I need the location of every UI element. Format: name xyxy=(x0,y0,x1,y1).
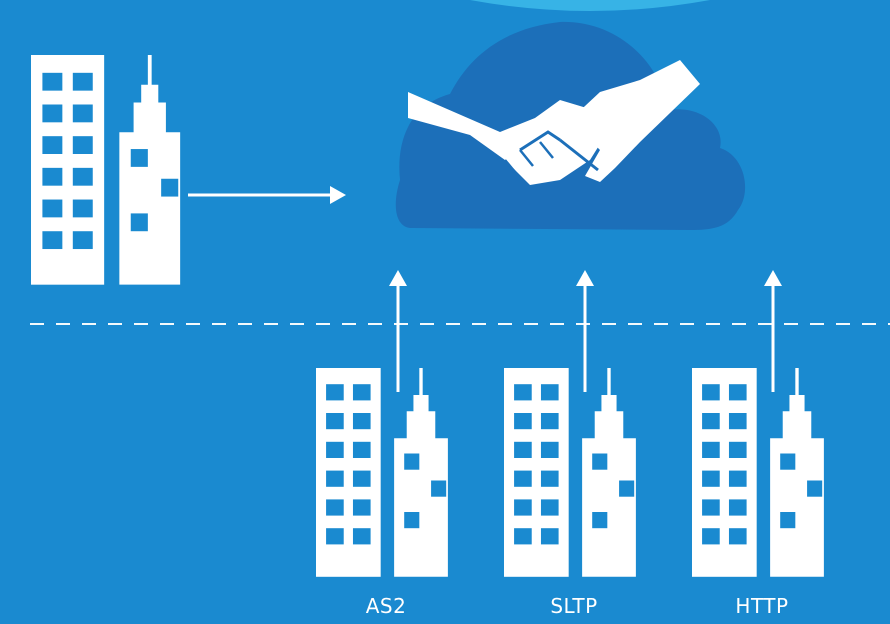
partner-building-as2-icon xyxy=(316,368,448,577)
partner-building-http-icon xyxy=(692,368,824,577)
top-arc xyxy=(470,0,710,11)
protocol-label-sltp: SLTP xyxy=(550,594,598,618)
partner-arrow-http xyxy=(764,270,782,392)
partner-building-sltp-icon xyxy=(504,368,636,577)
partner-arrow-as2 xyxy=(389,270,407,392)
partner-arrow-sltp xyxy=(576,270,594,392)
hub-building-icon xyxy=(31,55,181,285)
cloud-handshake-icon xyxy=(395,21,746,231)
hub-to-cloud-arrow xyxy=(188,186,346,204)
protocol-label-http: HTTP xyxy=(735,594,789,618)
protocol-label-as2: AS2 xyxy=(365,594,407,618)
